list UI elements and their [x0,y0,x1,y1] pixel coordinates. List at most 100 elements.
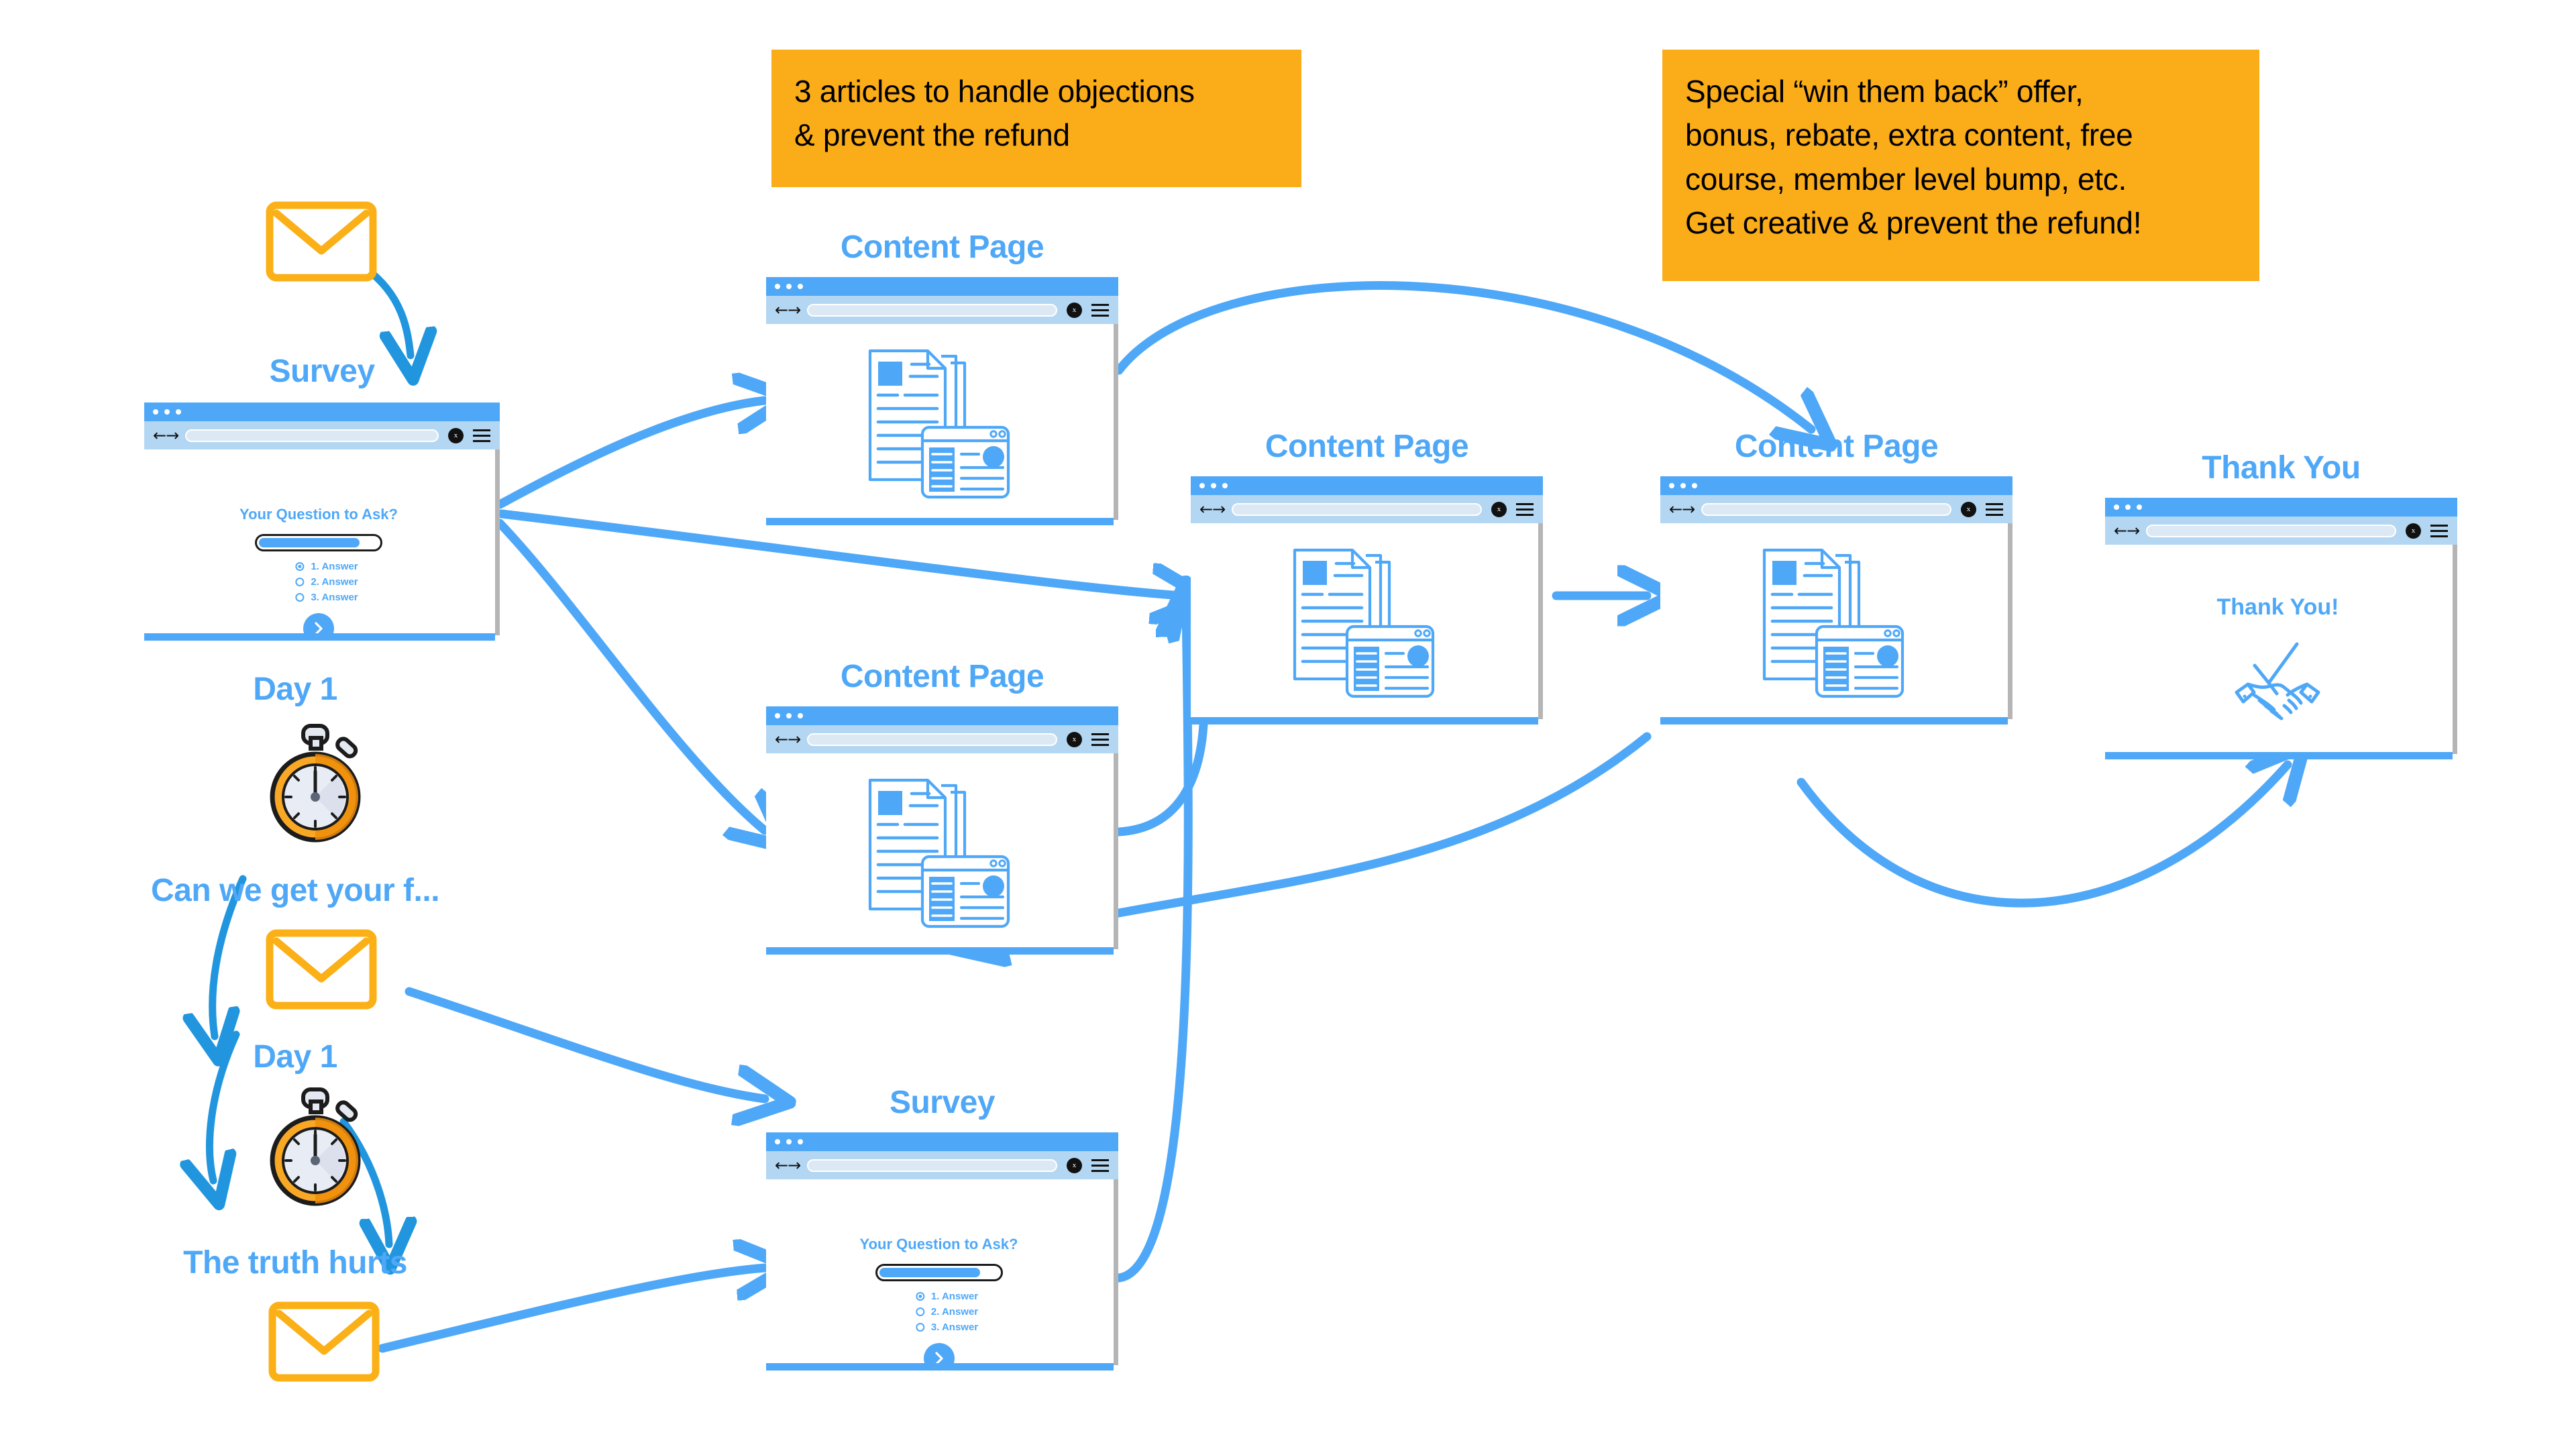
arrow-content4-to-thankyou [1796,765,2288,908]
survey-progress-slider[interactable] [875,1264,1003,1281]
browser-frame: ←→ x Your Question to Ask? 1. Answer 2. … [144,402,500,641]
url-input[interactable] [1232,502,1482,516]
email-label-can-we-get-your-feedback: Can we get your f... [150,873,440,908]
browser-titlebar [1660,476,2012,495]
window-title-thank-you: Thank You [2202,450,2361,486]
radio-icon[interactable] [295,578,305,586]
window-controls-dots[interactable] [1199,483,1228,488]
radio-icon[interactable] [915,1323,924,1332]
survey-option-label: 1. Answer [311,561,358,572]
window-controls-dots[interactable] [1669,483,1697,488]
window-survey-bottom[interactable]: Survey ←→ x Your Question to Ask? 1. Ans… [766,1085,1118,1371]
close-x-icon[interactable]: x [2406,523,2421,539]
survey-progress-slider[interactable] [255,534,382,551]
window-thank-you[interactable]: Thank You ←→ x Thank You! [2105,450,2457,759]
window-footer-bar [1660,717,2008,724]
scrollbar[interactable] [1114,324,1118,520]
survey-option-1[interactable]: 1. Answer [915,1291,979,1302]
survey-option-3[interactable]: 3. Answer [915,1322,979,1333]
survey-options: 1. Answer 2. Answer 3. Answer [295,561,358,603]
survey-option-label: 1. Answer [930,1291,979,1302]
browser-navbar: ←→ x [766,296,1118,324]
thank-you-body: Thank You! [2105,545,2457,759]
scrollbar[interactable] [495,449,500,635]
survey-option-label: 2. Answer [930,1306,979,1318]
window-controls-dots[interactable] [775,1139,803,1144]
hamburger-menu-icon[interactable] [1986,502,2003,516]
window-footer-bar [766,947,1114,955]
envelope-icon-email-1[interactable] [266,201,377,285]
window-controls-dots[interactable] [153,409,181,415]
back-forward-arrows-icon[interactable]: ←→ [2114,521,2140,540]
close-x-icon[interactable]: x [448,427,464,443]
handshake-check-icon [2227,631,2328,735]
window-title-content-2: Content Page [840,659,1044,694]
hamburger-menu-icon[interactable] [1091,733,1109,746]
survey-option-1[interactable]: 1. Answer [295,561,358,572]
url-input[interactable] [807,303,1057,317]
hamburger-menu-icon[interactable] [473,429,490,442]
back-forward-arrows-icon[interactable]: ←→ [775,730,801,749]
browser-titlebar [2105,498,2457,517]
scrollbar[interactable] [1114,1179,1118,1365]
radio-selected-icon[interactable] [295,562,305,571]
stopwatch-icon-delay-1 [262,723,369,847]
back-forward-arrows-icon[interactable]: ←→ [775,301,801,319]
hamburger-menu-icon[interactable] [1091,1159,1109,1172]
url-input[interactable] [807,1159,1057,1172]
browser-navbar: ←→ x [1660,495,2012,523]
window-content-page-2[interactable]: Content Page ←→ x [766,659,1118,955]
survey-option-2[interactable]: 2. Answer [295,576,358,588]
back-forward-arrows-icon[interactable]: ←→ [775,1156,801,1175]
hamburger-menu-icon[interactable] [1091,303,1109,317]
chevron-right-icon [315,622,323,635]
back-forward-arrows-icon[interactable]: ←→ [1199,500,1226,519]
window-content-page-1[interactable]: Content Page ←→ x [766,229,1118,525]
envelope-icon-email-2[interactable] [266,929,377,1013]
scrollbar[interactable] [1538,523,1543,719]
url-input[interactable] [2146,524,2396,537]
back-forward-arrows-icon[interactable]: ←→ [1669,500,1695,519]
window-content-page-3[interactable]: Content Page ←→ x [1191,429,1543,724]
browser-titlebar [766,277,1118,296]
radio-icon[interactable] [915,1307,924,1316]
radio-icon[interactable] [295,593,305,602]
hamburger-menu-icon[interactable] [1516,502,1534,516]
url-input[interactable] [807,733,1057,746]
window-controls-dots[interactable] [775,284,803,289]
window-title-content-3: Content Page [1265,429,1469,464]
survey-question: Your Question to Ask? [239,506,398,523]
scrollbar[interactable] [2008,523,2012,719]
survey-option-3[interactable]: 3. Answer [295,592,358,603]
url-input[interactable] [185,429,439,442]
survey-option-2[interactable]: 2. Answer [915,1306,979,1318]
window-controls-dots[interactable] [2114,504,2142,510]
stopwatch-icon-delay-2 [262,1087,369,1211]
arrow-survey-to-content1 [495,400,765,509]
browser-navbar: ←→ x [766,725,1118,753]
hamburger-menu-icon[interactable] [2430,524,2448,537]
close-x-icon[interactable]: x [1961,501,1976,517]
close-x-icon[interactable]: x [1067,302,1082,318]
radio-selected-icon[interactable] [915,1292,924,1301]
url-input[interactable] [1701,502,1951,516]
survey-question: Your Question to Ask? [859,1236,1018,1252]
browser-frame: ←→ x [1660,476,2012,724]
arrow-content1-to-content4 [1114,281,1811,429]
close-x-icon[interactable]: x [1491,501,1507,517]
window-survey-top[interactable]: Survey ←→ x Your Question to Ask? 1 [144,354,500,641]
email-label-the-truth-hurts: The truth hurts [183,1245,407,1281]
window-controls-dots[interactable] [775,713,803,718]
envelope-icon-email-3[interactable] [268,1301,380,1385]
browser-frame: ←→ x [766,706,1118,955]
browser-navbar: ←→ x [1191,495,1543,523]
window-title-survey-top: Survey [269,354,375,389]
scrollbar[interactable] [2453,545,2457,754]
back-forward-arrows-icon[interactable]: ←→ [153,426,179,445]
window-content-page-4[interactable]: Content Page ←→ x [1660,429,2012,724]
scrollbar[interactable] [1114,753,1118,949]
close-x-icon[interactable]: x [1067,731,1082,747]
survey-option-label: 3. Answer [930,1322,979,1333]
documents-illustration [866,777,1014,934]
close-x-icon[interactable]: x [1067,1157,1082,1173]
